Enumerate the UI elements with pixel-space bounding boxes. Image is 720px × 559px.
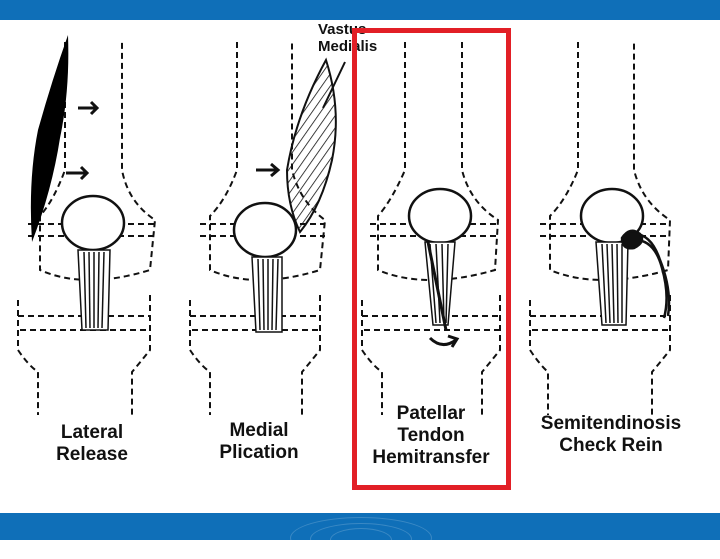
decorative-ring xyxy=(330,528,392,552)
split-patellar-tendon xyxy=(424,241,456,331)
tibia-outline xyxy=(189,295,321,415)
patella xyxy=(60,194,126,252)
caption-medial-plication: Medial Plication xyxy=(219,420,299,463)
slide-bottom-bar xyxy=(0,513,720,559)
patellar-tendon xyxy=(77,249,111,331)
semitendinosus-graft xyxy=(620,229,671,319)
caption-lateral-release: Lateral Release xyxy=(56,422,128,465)
transfer-arrow xyxy=(428,334,460,348)
callout-leader-line xyxy=(322,61,346,109)
tibia-outline xyxy=(361,295,501,415)
lateral-retinaculum xyxy=(30,35,69,242)
plication-arrow xyxy=(256,162,281,178)
patellar-tendon xyxy=(251,256,283,333)
lateral-arrows xyxy=(66,100,100,181)
femur-outline xyxy=(549,42,672,281)
highlight-box xyxy=(352,28,511,490)
tibia-outline xyxy=(529,295,671,415)
tibia-outline xyxy=(17,295,151,415)
vastus-medialis-muscle xyxy=(285,57,337,234)
panel-semitendinosis-check-rein xyxy=(529,42,672,415)
caption-patellar-tendon-hemitransfer: Patellar Tendon Hemitransfer xyxy=(372,403,490,468)
patella xyxy=(232,201,298,259)
patellar-tendon xyxy=(595,241,629,326)
slide-top-bar xyxy=(0,0,720,20)
caption-semitendinosis-check-rein: Semitendinosis Check Rein xyxy=(540,413,682,456)
knee-procedures-diagram xyxy=(17,35,672,415)
